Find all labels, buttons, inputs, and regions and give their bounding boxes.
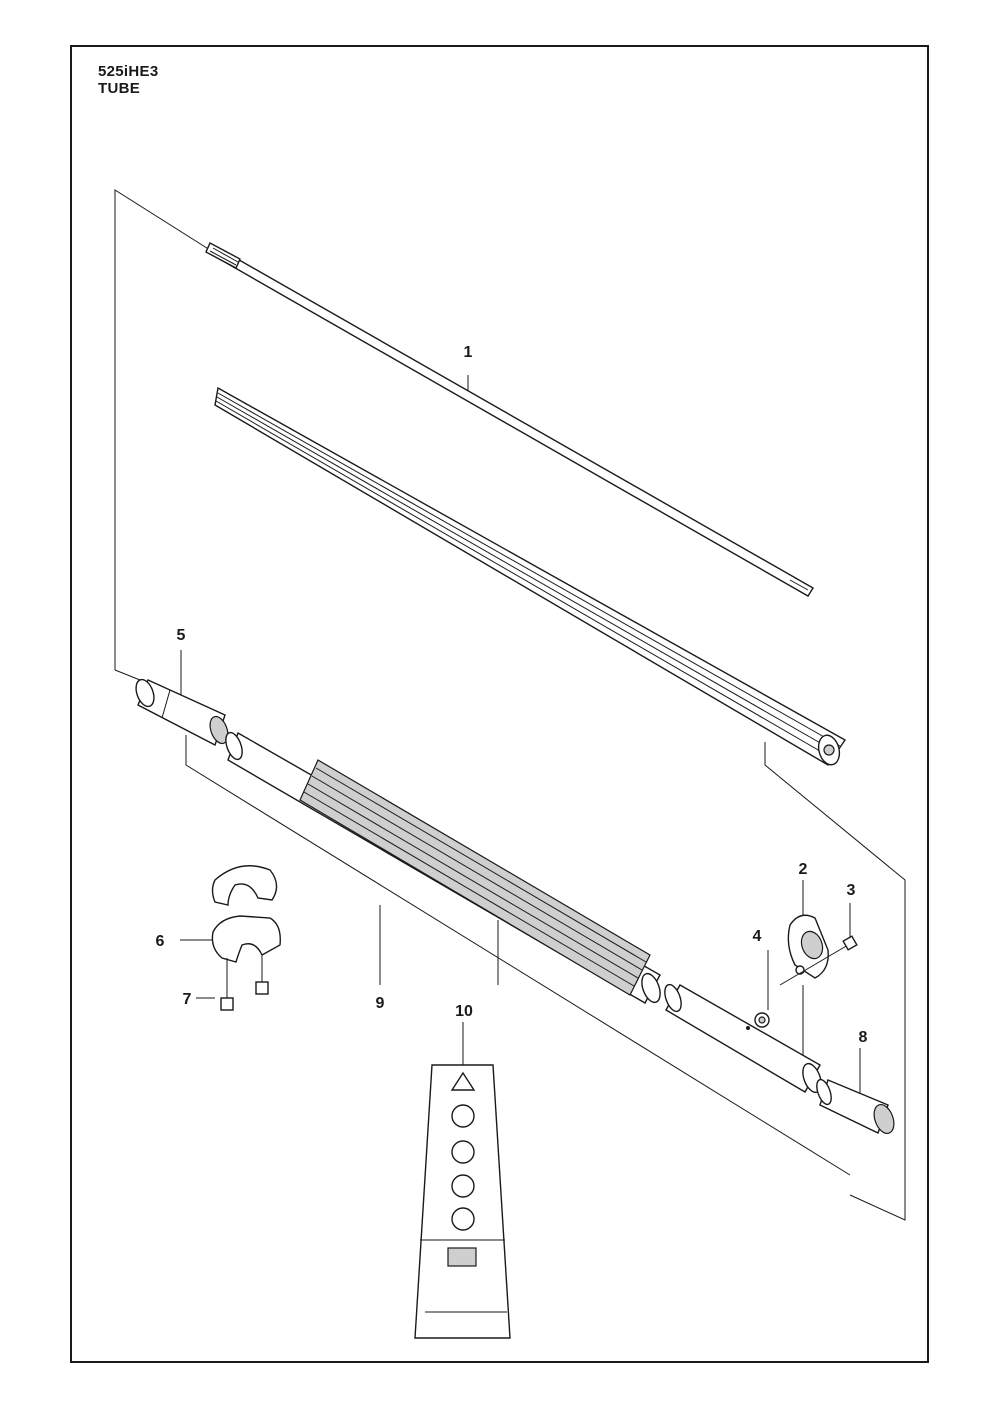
- callout-7: 7: [183, 991, 192, 1008]
- drive-shaft: [205, 242, 814, 597]
- callout-2: 2: [799, 861, 808, 878]
- shaft-guide: [214, 386, 847, 766]
- callout-4: 4: [753, 928, 762, 945]
- drawing-frame: [70, 45, 929, 1363]
- nut-4: [754, 1012, 770, 1028]
- callout-10: 10: [455, 1003, 473, 1020]
- model-title: 525iHE3: [98, 63, 159, 80]
- callout-3: 3: [847, 882, 856, 899]
- callout-9: 9: [376, 995, 385, 1012]
- leader-lines: [114, 189, 906, 1221]
- callout-1: 1: [464, 344, 473, 361]
- section-title: TUBE: [98, 80, 141, 97]
- callout-8: 8: [859, 1029, 868, 1046]
- callout-labels: 1 2 3 4 5 6 7 8 9 10: [156, 344, 868, 1046]
- screw-3: [779, 935, 858, 986]
- warning-decal: [414, 1064, 511, 1339]
- tube-end-sleeve: [816, 1078, 895, 1135]
- lower-tube: [664, 983, 822, 1094]
- callout-6: 6: [156, 933, 165, 950]
- tube-end-insert: [135, 678, 229, 746]
- handle-clamp: [211, 865, 281, 963]
- screw-7: [220, 955, 269, 1011]
- callout-5: 5: [177, 627, 186, 644]
- shaft-tube: [225, 731, 661, 1004]
